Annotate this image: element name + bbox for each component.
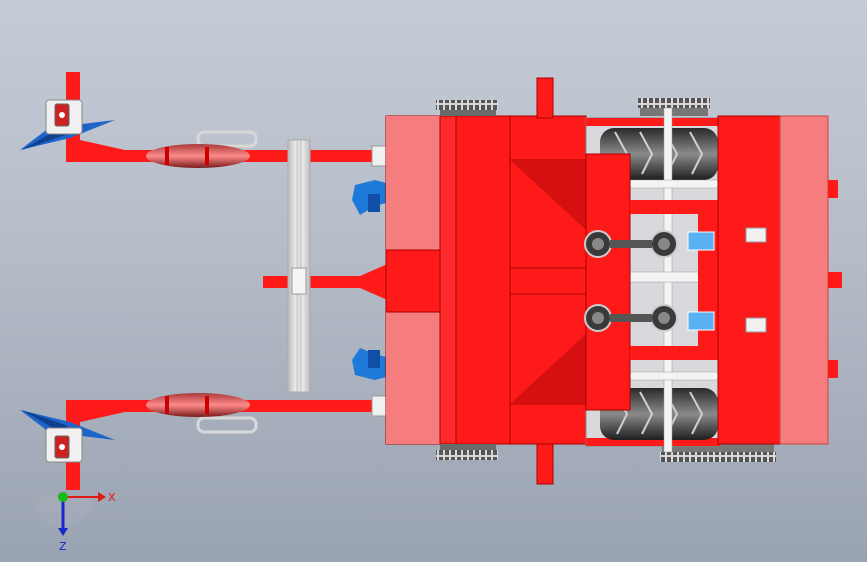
center-drawbar — [263, 262, 393, 302]
rear-frame — [717, 115, 842, 445]
bottom-right-chain — [660, 444, 776, 462]
y-axis-dot — [58, 492, 68, 502]
lower-furrow-opener — [20, 410, 115, 463]
bottom-left-sprocket — [436, 444, 498, 460]
rear-shafts — [585, 107, 721, 453]
x-axis-arrow — [98, 492, 106, 502]
upper-furrow-opener — [20, 99, 115, 150]
x-axis-label: X — [108, 491, 116, 504]
main-frame — [385, 77, 587, 485]
lower-gauge-wheel — [146, 393, 258, 434]
z-axis-arrow — [58, 528, 68, 536]
top-right-sprocket — [638, 98, 710, 116]
coordinate-triad: X Z — [33, 491, 116, 553]
upper-gauge-wheel — [146, 130, 258, 168]
top-left-sprocket — [436, 100, 498, 116]
seed-meters — [584, 230, 715, 332]
z-axis-label: Z — [59, 540, 67, 553]
vertical-rail — [287, 139, 311, 393]
